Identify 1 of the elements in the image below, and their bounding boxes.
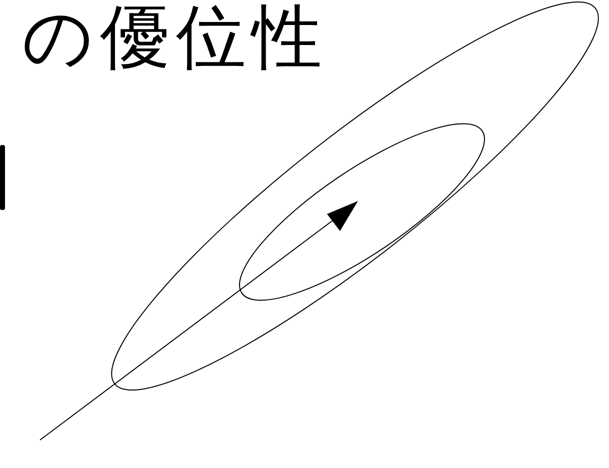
title: の優位性 [22, 2, 328, 72]
